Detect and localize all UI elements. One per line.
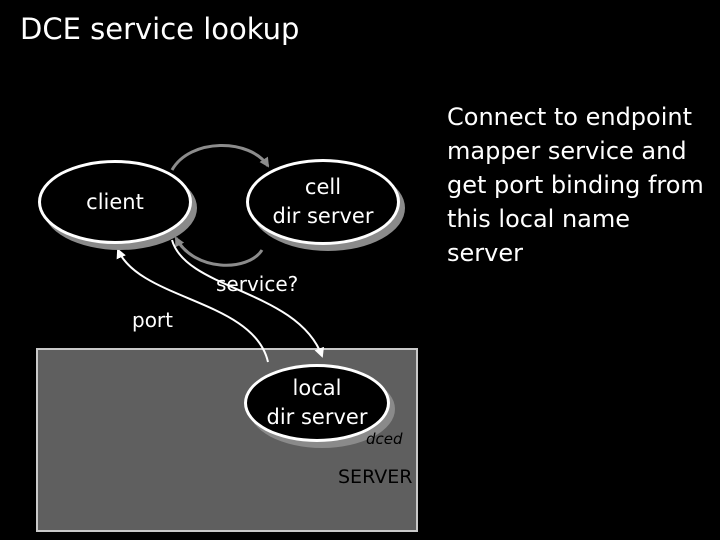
client-node: client bbox=[38, 160, 192, 244]
client-label: client bbox=[86, 189, 144, 214]
port-label: port bbox=[132, 308, 173, 332]
slide-title: DCE service lookup bbox=[20, 12, 300, 46]
cell-dir-server-line2: dir server bbox=[272, 204, 374, 228]
server-label: SERVER bbox=[338, 466, 413, 488]
cell-dir-server-node: cell dir server bbox=[246, 159, 400, 245]
dced-label: dced bbox=[366, 430, 403, 448]
cell-dir-server-line1: cell bbox=[304, 175, 342, 199]
local-dir-server-node: local dir server bbox=[244, 364, 390, 442]
arc-cell-to-client bbox=[174, 236, 264, 267]
description-text: Connect to endpoint mapper service and g… bbox=[447, 103, 704, 267]
arrow-service-request bbox=[171, 239, 324, 358]
local-dir-server-line1: local bbox=[292, 376, 342, 400]
service-label: service? bbox=[216, 272, 299, 296]
arrow-port-reply bbox=[116, 248, 269, 363]
arc-client-to-cell bbox=[170, 144, 270, 171]
local-dir-server-line2: dir server bbox=[266, 405, 368, 429]
